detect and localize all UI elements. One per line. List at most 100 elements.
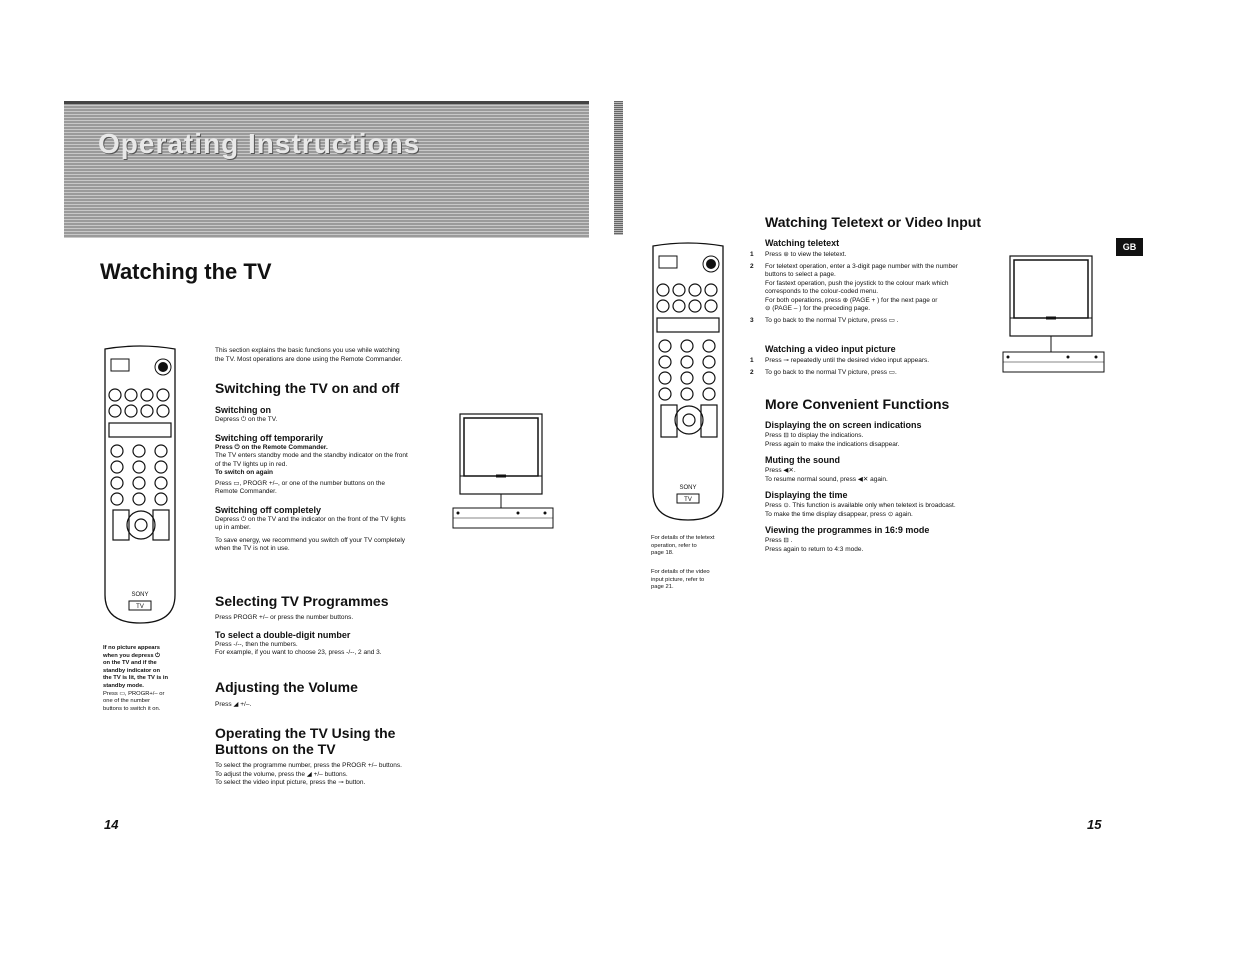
- side-note-bold-1: when you depress ⏻: [103, 652, 160, 659]
- switching-off-comp-text-a: Depress ⏻ on the TV and the indicator on…: [215, 515, 406, 523]
- remote-tv-label-right: TV: [684, 497, 692, 503]
- side-note2-line-0: For details of the video: [651, 569, 710, 575]
- side-note-left: If no picture appears when you depress ⏻…: [103, 645, 193, 713]
- teletext-step-3: 3 To go back to the normal TV picture, p…: [750, 317, 1000, 326]
- volume-heading: Adjusting the Volume: [215, 679, 358, 695]
- side-note-right-2: For details of the video input picture, …: [651, 569, 741, 592]
- remote-tv-label-left: TV: [136, 604, 144, 610]
- switching-off-temp-heading: Switching off temporarily: [215, 432, 324, 443]
- remote-illustration-right: SONY TV: [652, 242, 724, 521]
- switching-off-comp-heading: Switching off completely: [215, 504, 322, 515]
- video-step-2-line-0: To go back to the normal TV picture, pre…: [765, 368, 897, 376]
- switch-on-again-heading: To switch on again: [215, 469, 274, 476]
- buttons-heading-line-0: Operating the TV Using the: [215, 725, 396, 741]
- buttons-text-0: To select the programme number, press th…: [215, 762, 402, 769]
- more-functions-section: Displaying the on screen indications Pre…: [765, 420, 1025, 554]
- display-indications-text-a: Press ⊟ to display the indications.: [765, 432, 864, 439]
- side-note-right-1: For details of the teletext operation, r…: [651, 535, 741, 558]
- teletext-step-1-number: 1: [750, 251, 754, 258]
- display-time-text-a: Press ⊙. This function is available only…: [765, 502, 956, 509]
- switching-heading: Switching the TV on and off: [215, 380, 400, 396]
- double-digit-heading: To select a double-digit number: [215, 629, 351, 640]
- buttons-section: To select the programme number, press th…: [215, 762, 475, 788]
- tv-illustration-right: [1002, 255, 1105, 373]
- side-note1-line-0: For details of the teletext: [651, 535, 715, 541]
- switch-on-again-text-a: Press ▭, PROGR +/–, or one of the number…: [215, 479, 385, 487]
- display-indications-text-b: Press again to make the indications disa…: [765, 440, 900, 448]
- teletext-step-2-line-0: For teletext operation, enter a 3-digit …: [765, 262, 958, 270]
- tv-illustration-left: [452, 413, 554, 529]
- video-step-2: 2 To go back to the normal TV picture, p…: [750, 369, 1000, 378]
- wide-mode-text-a: Press ⊟ .: [765, 537, 793, 544]
- intro-line-0: This section explains the basic function…: [215, 347, 400, 354]
- switch-on-again-text-b: Remote Commander.: [215, 488, 277, 495]
- video-input-steps: 1 Press ⊸ repeatedly until the desired v…: [750, 357, 1000, 377]
- teletext-step-2: 2 For teletext operation, enter a 3-digi…: [750, 263, 1000, 314]
- remote-illustration-left: SONY TV: [104, 345, 176, 624]
- teletext-step-2-line-1: buttons to select a page.: [765, 271, 836, 278]
- wide-mode-text-b: Press again to return to 4:3 mode.: [765, 545, 864, 553]
- side-note-normal-2: buttons to switch it on.: [103, 705, 161, 712]
- page-number-left: 14: [104, 817, 119, 832]
- side-note-bold-3: standby indicator on: [103, 667, 161, 674]
- teletext-step-1-line-0: Press ⊜ to view the teletext.: [765, 251, 847, 258]
- teletext-steps: 1 Press ⊜ to view the teletext. 2 For te…: [750, 251, 1000, 325]
- remote-brand-left: SONY: [131, 592, 148, 598]
- intro-line-1: the TV. Most operations are done using t…: [215, 355, 403, 363]
- page-number-right: 15: [1087, 817, 1102, 832]
- volume-text: Press ◢ +/–.: [215, 701, 252, 708]
- language-badge: GB: [1116, 238, 1143, 256]
- side-note2-line-1: input picture, refer to: [651, 576, 705, 583]
- muting-heading: Muting the sound: [765, 455, 840, 465]
- video-step-1: 1 Press ⊸ repeatedly until the desired v…: [750, 357, 1000, 366]
- switching-on-text: Depress ⏻ on the TV.: [215, 416, 278, 423]
- teletext-heading: Watching Teletext or Video Input: [765, 214, 981, 230]
- selecting-section: Press PROGR +/– or press the number butt…: [215, 614, 455, 658]
- banner-title: Operating Instructions: [98, 128, 421, 159]
- switching-off-temp-text1: Press ⏻ on the Remote Commander.: [215, 443, 328, 451]
- selecting-heading: Selecting TV Programmes: [215, 593, 389, 609]
- buttons-text-2: To select the video input picture, press…: [215, 779, 366, 786]
- teletext-step-3-number: 3: [750, 316, 754, 324]
- banner-strip: [614, 101, 623, 235]
- display-indications-heading: Displaying the on screen indications: [765, 420, 922, 430]
- side-note-bold-0: If no picture appears: [103, 645, 161, 651]
- teletext-step-1: 1 Press ⊜ to view the teletext.: [750, 251, 1000, 260]
- teletext-step-2-line-2: For fastext operation, push the joystick…: [765, 279, 949, 287]
- display-time-heading: Displaying the time: [765, 490, 848, 500]
- selecting-text: Press PROGR +/– or press the number butt…: [215, 614, 354, 621]
- video-step-1-line-0: Press ⊸ repeatedly until the desired vid…: [765, 357, 930, 364]
- video-step-1-number: 1: [750, 357, 754, 364]
- side-note2-line-2: page 21.: [651, 584, 674, 591]
- teletext-step-3-line-0: To go back to the normal TV picture, pre…: [765, 316, 899, 324]
- display-time-text-b: To make the time display disappear, pres…: [765, 510, 913, 518]
- buttons-heading-line-1: Buttons on the TV: [215, 741, 336, 757]
- header-banner: [64, 101, 589, 238]
- video-step-2-number: 2: [750, 368, 754, 376]
- side-note-bold-5: standby mode.: [103, 682, 144, 689]
- side-note-bold-4: the TV is lit, the TV is in: [103, 675, 169, 682]
- double-digit-text-b: For example, if you want to choose 23, p…: [215, 649, 382, 656]
- teletext-step-2-line-3: corresponds to the colour-coded menu.: [765, 288, 879, 295]
- side-note1-line-1: operation, refer to: [651, 542, 697, 549]
- save-energy-text-a: To save energy, we recommend you switch …: [215, 536, 406, 544]
- save-energy-text-b: when the TV is not in use.: [215, 545, 290, 552]
- more-functions-heading: More Convenient Functions: [765, 396, 950, 412]
- switching-section: Switching on Depress ⏻ on the TV. Switch…: [215, 405, 455, 554]
- page-title: Watching the TV: [100, 259, 272, 284]
- switching-off-comp-text-b: up in amber.: [215, 524, 251, 531]
- side-note-bold-2: on the TV and if the: [103, 660, 157, 667]
- side-note-normal-1: one of the number: [103, 698, 151, 705]
- double-digit-text-a: Press -/--, then the numbers.: [215, 640, 298, 648]
- teletext-sub1: Watching teletext: [765, 238, 840, 248]
- side-note1-line-2: page 18.: [651, 550, 674, 557]
- teletext-step-2-line-5: ⊖ (PAGE – ) for the preceding page.: [765, 305, 871, 312]
- left-main-column: This section explains the basic function…: [215, 347, 455, 364]
- remote-brand-right: SONY: [679, 485, 696, 491]
- switching-off-temp-text2a: The TV enters standby mode and the stand…: [215, 452, 408, 459]
- switching-off-temp-text2b: of the TV lights up in red.: [215, 460, 288, 468]
- buttons-text-1: To adjust the volume, press the ◢ +/– bu…: [215, 770, 348, 778]
- muting-text-a: Press ◀✕.: [765, 467, 796, 474]
- video-input-sub: Watching a video input picture: [765, 344, 896, 354]
- muting-text-b: To resume normal sound, press ◀✕ again.: [765, 475, 888, 483]
